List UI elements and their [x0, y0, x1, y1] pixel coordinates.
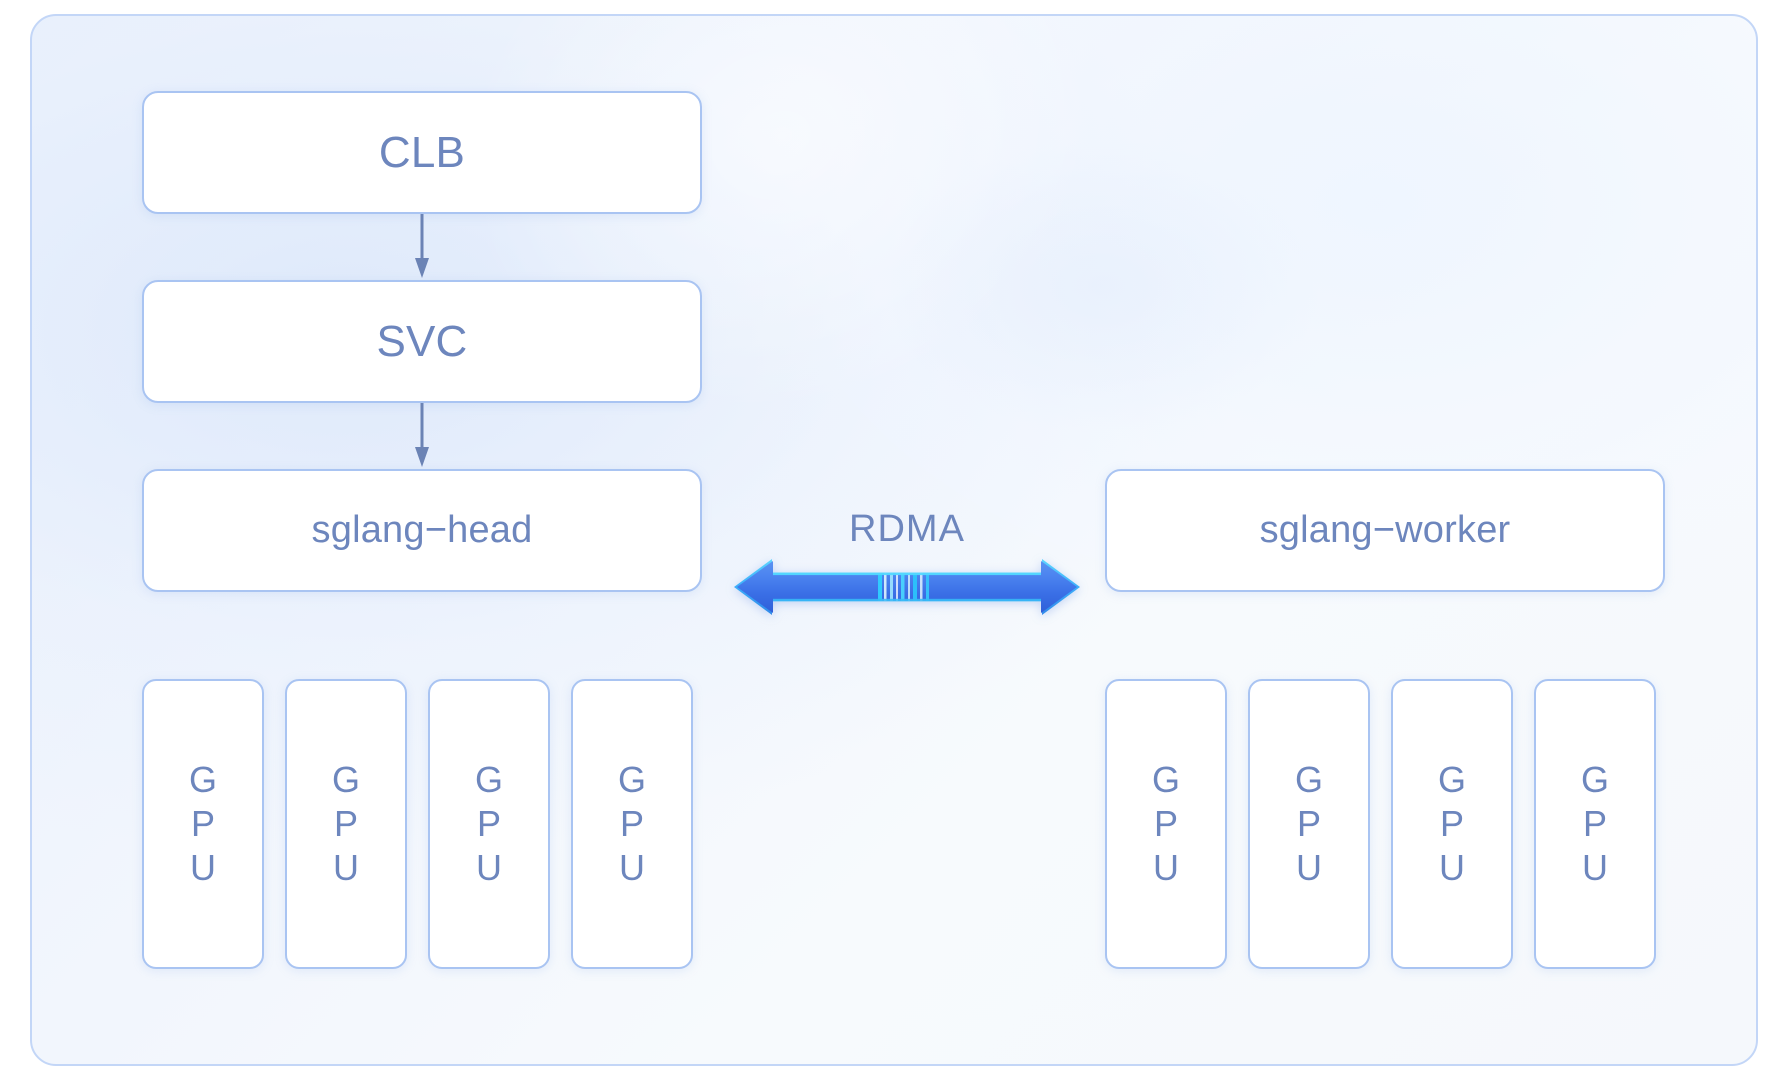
node-sglang-head-label: sglang−head [311, 509, 533, 551]
rdma-link: RDMA [732, 508, 1082, 620]
node-sglang-head[interactable]: sglang−head [142, 469, 702, 592]
gpu-box-label: G P U [188, 759, 217, 888]
gpu-box[interactable]: G P U [571, 679, 693, 969]
background-swirl-decoration-secondary [792, 76, 1412, 496]
gpu-box-label: G P U [1294, 759, 1323, 888]
diagram-frame: CLB SVC sglang−head sglang−worker RDMA [30, 14, 1758, 1066]
gpu-box-label: G P U [1437, 759, 1466, 888]
gpu-box[interactable]: G P U [1248, 679, 1370, 969]
rdma-label: RDMA [849, 508, 965, 550]
rdma-bidirectional-arrow-icon [732, 554, 1082, 620]
gpu-box[interactable]: G P U [1391, 679, 1513, 969]
gpu-box-label: G P U [1580, 759, 1609, 888]
node-sglang-worker-label: sglang−worker [1259, 509, 1511, 551]
gpu-box[interactable]: G P U [1105, 679, 1227, 969]
connector-svc-to-head-arrow [415, 403, 429, 469]
gpu-box-label: G P U [1151, 759, 1180, 888]
gpu-box[interactable]: G P U [285, 679, 407, 969]
gpu-box-label: G P U [331, 759, 360, 888]
gpu-box-label: G P U [617, 759, 646, 888]
node-sglang-worker[interactable]: sglang−worker [1105, 469, 1665, 592]
gpu-box[interactable]: G P U [428, 679, 550, 969]
node-svc[interactable]: SVC [142, 280, 702, 403]
gpu-box[interactable]: G P U [1534, 679, 1656, 969]
connector-clb-to-svc-arrow [415, 214, 429, 280]
gpu-box[interactable]: G P U [142, 679, 264, 969]
node-clb-label: CLB [378, 127, 466, 177]
node-svc-label: SVC [376, 316, 468, 366]
gpu-box-label: G P U [474, 759, 503, 888]
node-clb[interactable]: CLB [142, 91, 702, 214]
